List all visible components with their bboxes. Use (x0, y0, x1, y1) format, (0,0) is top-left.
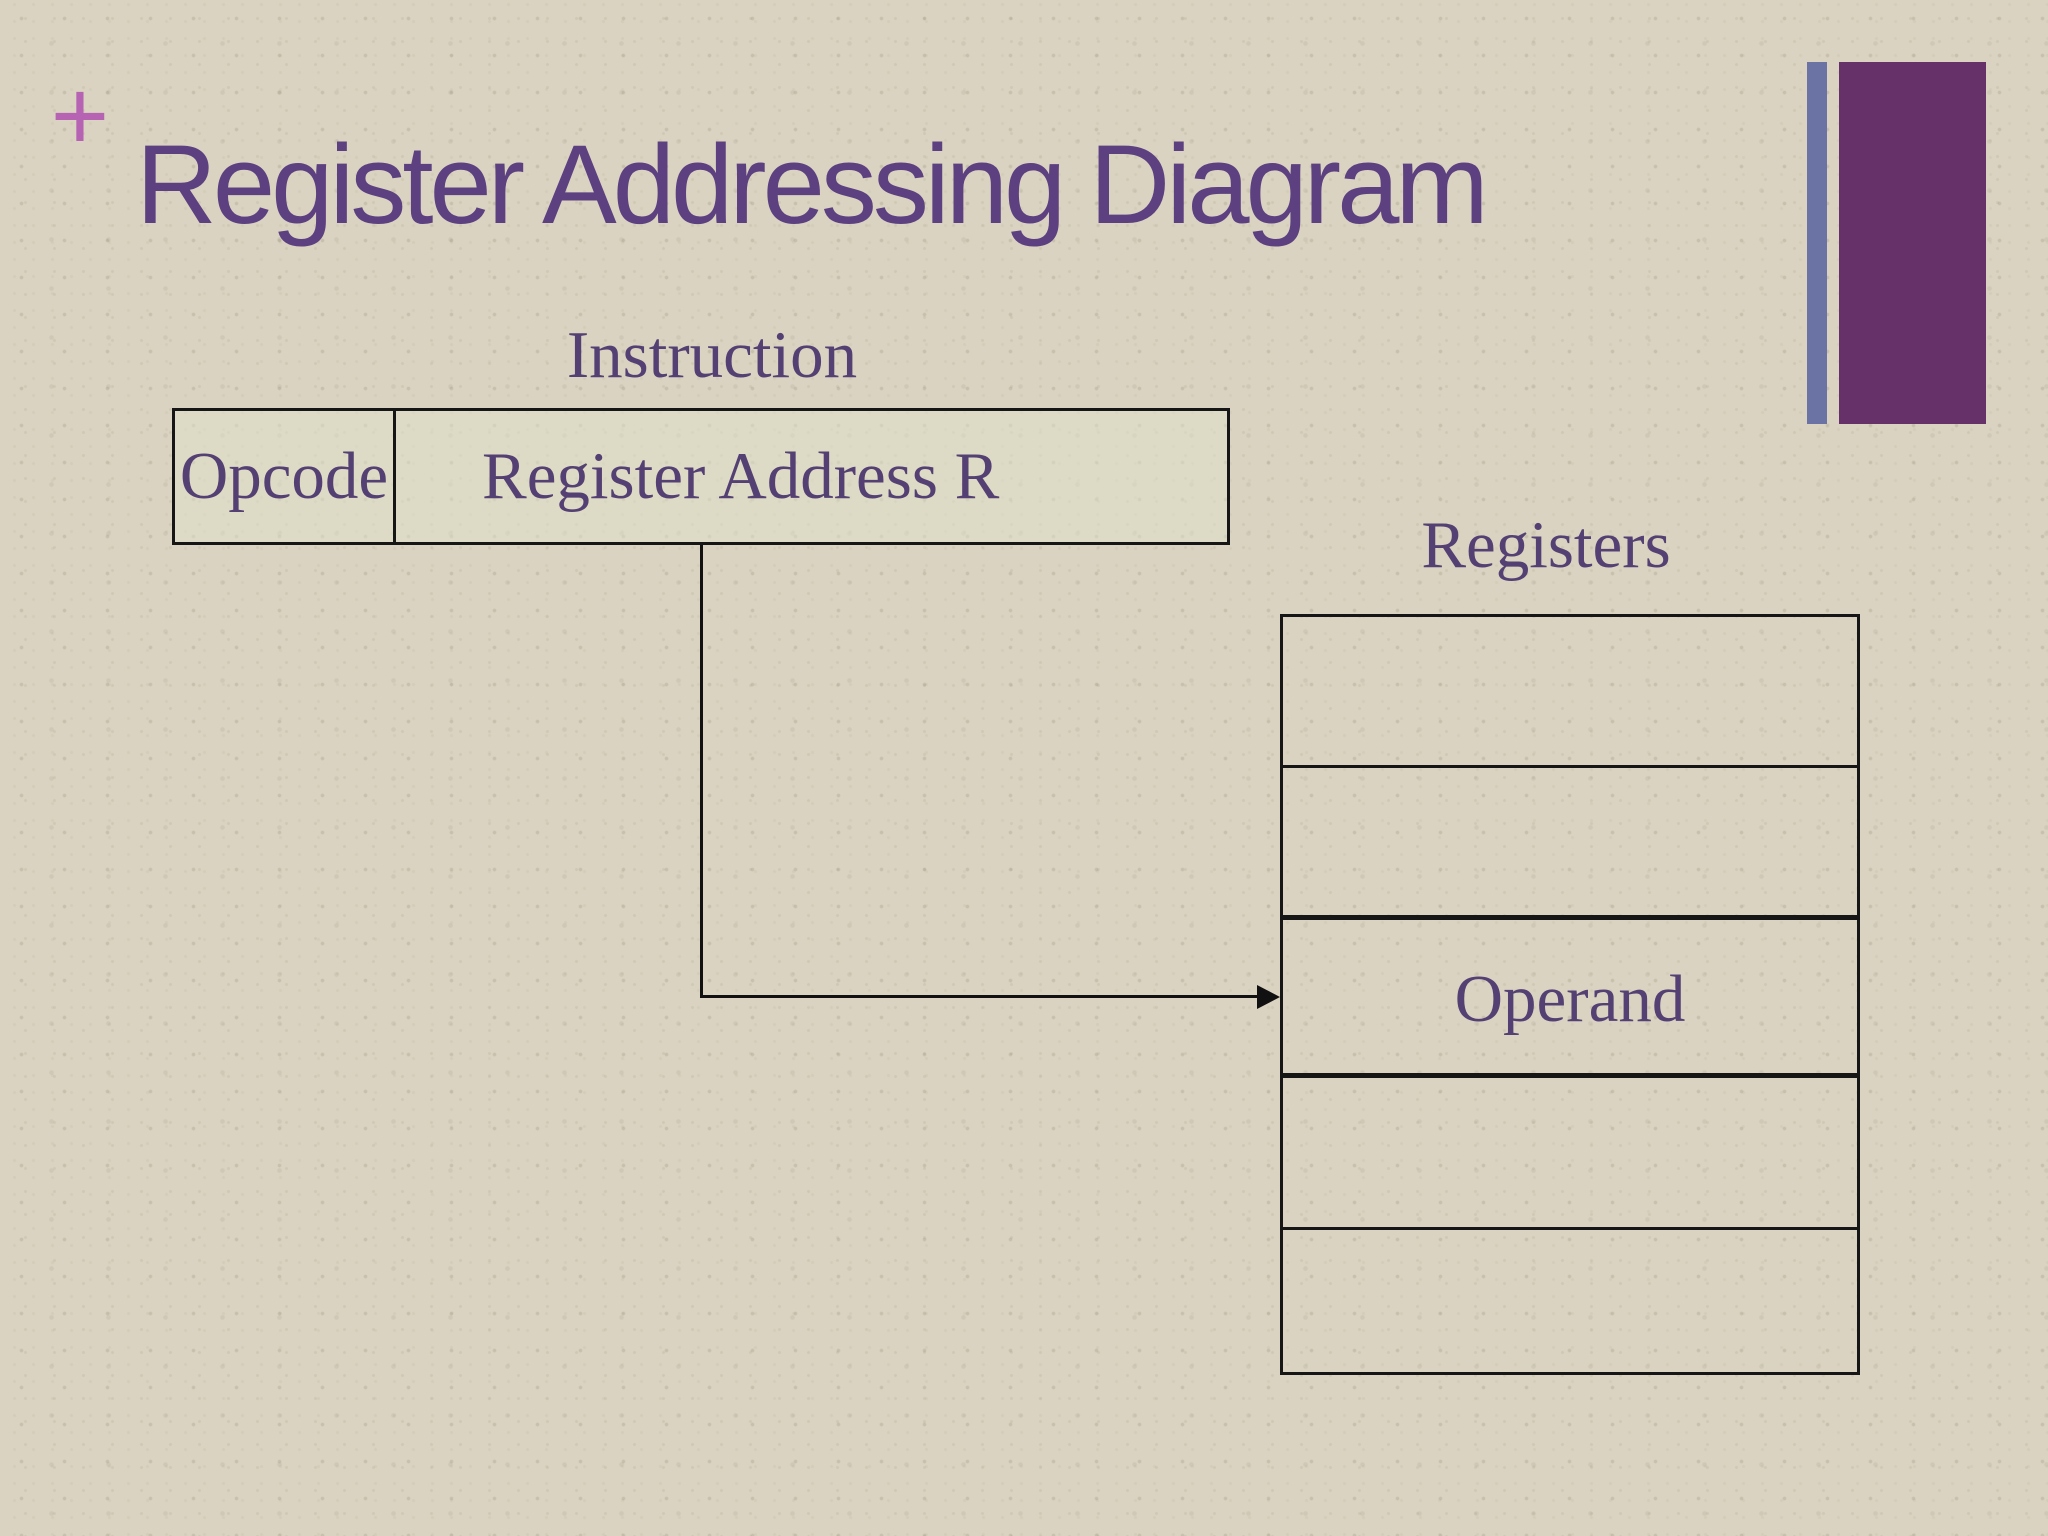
register-row-operand: Operand (1283, 920, 1857, 1078)
register-row (1283, 1230, 1857, 1372)
registers-table: Operand (1280, 614, 1860, 1375)
register-row (1283, 1078, 1857, 1230)
instruction-label: Instruction (566, 318, 858, 392)
registers-label: Registers (1421, 508, 1671, 582)
register-row (1283, 617, 1857, 768)
accent-bar-blue (1807, 62, 1827, 424)
connector-vertical-line (700, 545, 703, 997)
instruction-box: Opcode Register Address R (172, 408, 1230, 545)
page-title: Register Addressing Diagram (136, 122, 1489, 247)
plus-marker-icon: + (50, 60, 110, 172)
accent-bar-purple (1839, 62, 1986, 424)
connector-horizontal-line (700, 995, 1260, 998)
register-row (1283, 768, 1857, 920)
arrowhead-icon (1257, 985, 1280, 1009)
opcode-cell: Opcode (175, 411, 396, 542)
register-address-cell: Register Address R (482, 439, 1000, 513)
